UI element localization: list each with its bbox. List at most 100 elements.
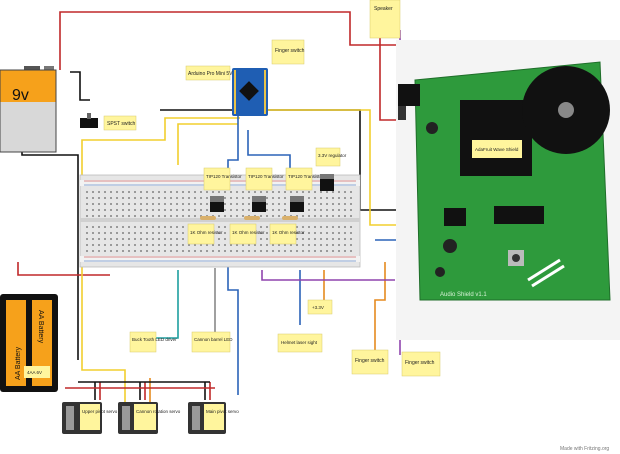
breadboard-hole [158,197,160,199]
breadboard-hole [164,215,166,217]
breadboard-hole [98,244,100,246]
regulator-3v3: 3.3V regulator [315,147,347,191]
breadboard-hole [86,215,88,217]
breadboard-hole [176,197,178,199]
breadboard-hole [116,209,118,211]
breadboard-hole [176,226,178,228]
cannon-led-note: Cannon barrel LED [191,331,233,353]
breadboard-hole [164,197,166,199]
breadboard-hole [170,238,172,240]
breadboard-hole [290,244,292,246]
breadboard-hole [170,209,172,211]
breadboard-hole [158,244,160,246]
breadboard-hole [194,215,196,217]
breadboard-hole [278,197,280,199]
breadboard-hole [236,197,238,199]
battery-9v: 9v [0,66,57,153]
breadboard-hole [266,232,268,234]
breadboard-hole [350,215,352,217]
breadboard-hole [326,197,328,199]
breadboard-hole [350,191,352,193]
breadboard-hole [296,215,298,217]
breadboard-hole [212,191,214,193]
breadboard-hole [224,215,226,217]
breadboard-hole [344,226,346,228]
breadboard-hole [146,232,148,234]
breadboard-hole [320,215,322,217]
breadboard-hole [248,197,250,199]
breadboard-hole [230,203,232,205]
breadboard-hole [338,238,340,240]
breadboard-hole [266,215,268,217]
breadboard-hole [224,238,226,240]
breadboard-hole [140,250,142,252]
breadboard-hole [128,250,130,252]
breadboard-hole [314,226,316,228]
breadboard-hole [152,226,154,228]
breadboard-hole [224,244,226,246]
breadboard-hole [326,215,328,217]
breadboard-hole [176,209,178,211]
breadboard-hole [266,191,268,193]
breadboard-hole [182,238,184,240]
breadboard-hole [110,238,112,240]
breadboard-hole [92,232,94,234]
aa-battery-pack: AA Battery AA Battery 4AA 6V [0,294,58,392]
breadboard-hole [326,238,328,240]
breadboard-hole [302,244,304,246]
breadboard-hole [308,215,310,217]
breadboard-hole [332,244,334,246]
breadboard-hole [158,203,160,205]
helmet-light-label: Helmet laser sight [281,340,318,345]
breadboard-hole [308,197,310,199]
breadboard-hole [254,250,256,252]
finger-switch-top-label: Finger switch [275,48,305,54]
breadboard-hole [296,191,298,193]
breadboard-hole [320,197,322,199]
breadboard-hole [116,191,118,193]
breadboard-hole [320,238,322,240]
breadboard-hole [236,209,238,211]
wire-red-mid [379,18,400,121]
breadboard-hole [86,250,88,252]
resistor-1: 1K Ohm resistor [187,216,223,245]
breadboard-hole [314,203,316,205]
resistor-3: 1K Ohm resistor [269,216,305,245]
resistor-3-label: 1K Ohm resistor [272,230,305,235]
breadboard-hole [266,197,268,199]
breadboard-hole [110,226,112,228]
breadboard-hole [308,238,310,240]
resistor-2-label: 1K Ohm resistor [232,230,265,235]
breadboard-hole [134,250,136,252]
breadboard-hole [110,197,112,199]
breadboard-hole [326,191,328,193]
breadboard-hole [140,226,142,228]
breadboard-hole [218,238,220,240]
breadboard-hole [170,215,172,217]
breadboard-hole [110,232,112,234]
breadboard-hole [218,232,220,234]
breadboard-hole [122,215,124,217]
cannon-led-label: Cannon barrel LED [194,337,233,342]
breadboard-hole [146,197,148,199]
breadboard-hole [158,250,160,252]
transistor-3: TIP120 Transistor [285,167,324,212]
breadboard-hole [188,203,190,205]
breadboard-hole [200,197,202,199]
breadboard-hole [182,250,184,252]
breadboard-hole [278,250,280,252]
breadboard-hole [86,226,88,228]
breadboard-hole [224,197,226,199]
breadboard-hole [266,226,268,228]
breadboard-hole [236,203,238,205]
breadboard-hole [206,197,208,199]
breadboard-hole [200,244,202,246]
breadboard-hole [140,197,142,199]
aa-battery-label-2: AA Battery [37,310,44,344]
breadboard-hole [140,238,142,240]
breadboard-hole [128,209,130,211]
breadboard-hole [194,250,196,252]
breadboard-hole [98,232,100,234]
breadboard-hole [350,232,352,234]
breadboard-hole [314,191,316,193]
